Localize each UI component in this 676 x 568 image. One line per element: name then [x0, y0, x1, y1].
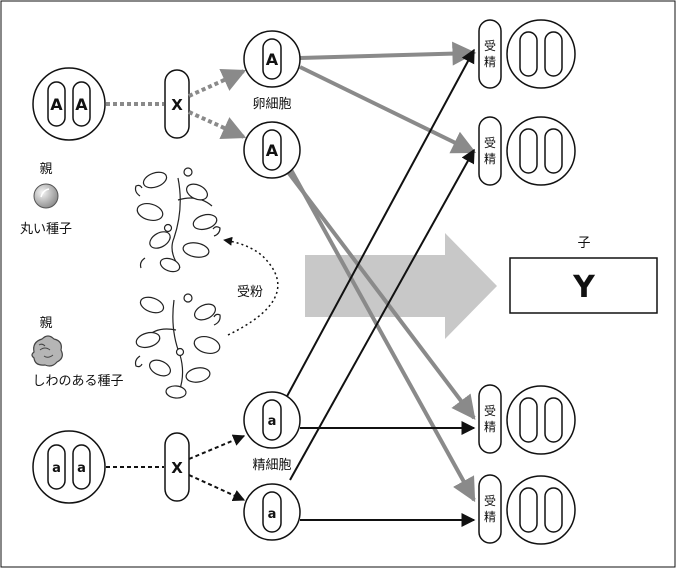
- allele-label: A: [266, 141, 279, 160]
- round-seed-label: 丸い種子: [20, 221, 72, 237]
- pea-plant-bottom-illustration: [134, 293, 221, 399]
- sperm-cell-2: a: [243, 483, 301, 541]
- allele-label: a: [52, 461, 61, 476]
- chromosome: [519, 128, 538, 174]
- meiosis-to-egg1-arrow: [188, 69, 247, 98]
- egg2-to-fert4-line: [288, 167, 476, 503]
- allele-label: A: [266, 50, 279, 69]
- fertilization-group-2: 受 精: [478, 116, 576, 186]
- parent-wrinkled-cell: a a: [32, 430, 106, 504]
- offspring-cell-circle: [506, 385, 576, 455]
- chromosome: [519, 31, 538, 77]
- parent-round-circle: [32, 67, 106, 141]
- answer-box-label: Y: [572, 270, 596, 305]
- chromosome: [544, 31, 563, 77]
- egg-cell-label: 卵細胞: [252, 97, 291, 112]
- fertilization-char-1: 受: [484, 39, 496, 53]
- allele-label: a: [268, 507, 277, 522]
- parent-round-cell: A A: [32, 67, 106, 141]
- pea-plant-top-illustration: [134, 167, 221, 273]
- parent-wrinkled-circle: [32, 430, 106, 504]
- round-seed-icon: [33, 183, 59, 209]
- egg1-to-fert1-line: [299, 41, 477, 66]
- offspring-cell-circle: [506, 475, 576, 545]
- fertilization-char-2: 精: [484, 510, 496, 524]
- chromosome: [72, 444, 91, 490]
- egg1-to-fert2-line: [299, 65, 477, 154]
- meiosis-to-sperm2-arrow: [188, 474, 246, 501]
- wrinkled-seed-icon: [31, 335, 63, 367]
- egg2-to-fert3-line: [286, 170, 476, 420]
- pollination-arrow: [223, 236, 279, 336]
- fertilization-capsule: [478, 384, 502, 454]
- chromosome: [47, 81, 66, 127]
- offspring-label: 子: [577, 236, 590, 251]
- sperm-cell-label: 精細胞: [252, 458, 291, 473]
- fertilization-group-3: 受 精: [478, 384, 576, 455]
- offspring-cell-circle: [506, 19, 576, 89]
- chromosome: [544, 128, 563, 174]
- parent-wrinkled-label: 親: [39, 316, 52, 331]
- allele-label: a: [268, 414, 277, 429]
- chromosome: [262, 399, 282, 441]
- meiosis-mark-top: X: [171, 96, 183, 114]
- chromosome: [519, 487, 538, 533]
- meiosis-mark-bottom: X: [171, 459, 183, 477]
- fertilization-capsule: [478, 116, 502, 186]
- answer-box: [509, 257, 658, 314]
- meiosis-capsule-bottom: [164, 432, 190, 502]
- chromosome: [544, 397, 563, 443]
- wrinkled-seed-label: しわのある種子: [32, 373, 123, 389]
- allele-label: a: [77, 461, 86, 476]
- pollination-label: 受粉: [237, 285, 263, 300]
- meiosis-to-egg2-arrow: [188, 110, 247, 139]
- chromosome: [47, 444, 66, 490]
- fertilization-group-4: 受 精: [478, 474, 576, 545]
- fertilization-char-1: 受: [484, 404, 496, 418]
- offspring-cell-circle: [506, 116, 576, 186]
- sperm1-to-fert1-line: [284, 48, 475, 401]
- chromosome: [519, 397, 538, 443]
- egg-cell-1: A: [243, 30, 301, 88]
- chromosome: [262, 38, 282, 80]
- sperm-to-fertilization-lines: [284, 48, 476, 527]
- parent-round-label: 親: [39, 162, 52, 177]
- egg-cell-2: A: [243, 121, 301, 179]
- sperm-cell-1: a: [243, 391, 301, 449]
- egg-to-fertilization-lines: [286, 41, 477, 503]
- allele-label: A: [75, 95, 88, 114]
- fertilization-group-1: 受 精: [478, 19, 576, 89]
- chromosome: [262, 129, 282, 171]
- chromosome: [544, 487, 563, 533]
- fertilization-char-2: 精: [484, 152, 496, 166]
- fertilization-char-2: 精: [484, 55, 496, 69]
- fertilization-char-1: 受: [484, 494, 496, 508]
- fertilization-char-1: 受: [484, 136, 496, 150]
- sperm2-to-fert2-line: [289, 148, 475, 481]
- allele-label: A: [50, 95, 63, 114]
- fertilization-capsule: [478, 474, 502, 544]
- meiosis-to-sperm1-arrow: [188, 434, 246, 460]
- fertilization-capsule: [478, 19, 502, 89]
- chromosome: [72, 81, 91, 127]
- chromosome: [262, 491, 282, 533]
- fertilization-char-2: 精: [484, 420, 496, 434]
- meiosis-capsule-top: [164, 69, 190, 139]
